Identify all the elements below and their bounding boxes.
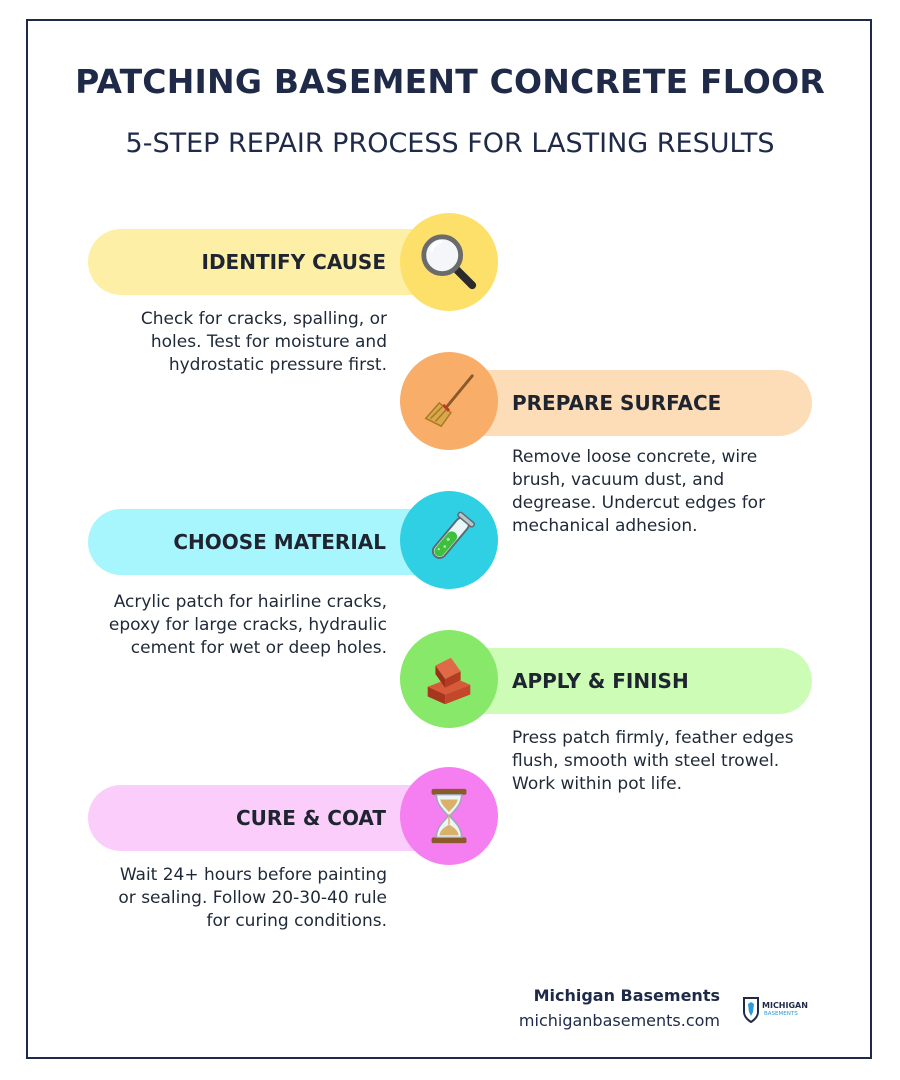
step-prepare-surface-description: Remove loose concrete, wire brush, vacuu…	[512, 447, 766, 536]
page-subtitle: 5-STEP REPAIR PROCESS FOR LASTING RESULT…	[125, 128, 775, 159]
step-label: APPLY & FINISH	[512, 669, 689, 693]
step-prepare-surface-circle	[400, 352, 498, 450]
step-choose-material-description: Acrylic patch for hairline cracks, epoxy…	[108, 592, 387, 658]
step-label: IDENTIFY CAUSE	[201, 250, 386, 274]
step-label: CHOOSE MATERIAL	[173, 530, 386, 554]
step-cure-coat-pill: CURE & COAT	[88, 785, 428, 851]
hourglass-icon	[431, 788, 467, 844]
logo-text-line1: MICHIGAN	[762, 1001, 808, 1010]
step-apply-finish-circle	[400, 630, 498, 728]
step-apply-finish-pill: APPLY & FINISH	[468, 648, 812, 714]
infographic-frame	[26, 19, 872, 1059]
step-label: CURE & COAT	[235, 806, 386, 830]
michigan-basements-logo: MICHIGAN BASEMENTS	[743, 997, 808, 1024]
step-choose-material-circle	[400, 491, 498, 589]
step-identify-cause-pill: IDENTIFY CAUSE	[88, 229, 428, 295]
broom-icon	[424, 374, 474, 428]
step-choose-material-pill: CHOOSE MATERIAL	[88, 509, 428, 575]
step-apply-finish-description: Press patch firmly, feather edges flush,…	[512, 728, 794, 794]
step-cure-coat-description: Wait 24+ hours before painting or sealin…	[118, 865, 387, 931]
test-tube-icon	[431, 511, 476, 559]
footer-company-name: Michigan Basements	[533, 986, 720, 1005]
step-prepare-surface-pill: PREPARE SURFACE	[468, 370, 812, 436]
footer-website-link[interactable]: michiganbasements.com	[518, 1011, 720, 1030]
bricks-icon	[427, 657, 471, 705]
logo-text-line2: BASEMENTS	[764, 1011, 798, 1017]
page-title: PATCHING BASEMENT CONCRETE FLOOR	[75, 62, 825, 101]
magnifying-glass-icon	[421, 234, 477, 290]
step-label: PREPARE SURFACE	[512, 391, 722, 415]
step-identify-cause-circle	[400, 213, 498, 311]
step-cure-coat-circle	[400, 767, 498, 865]
step-identify-cause-description: Check for cracks, spalling, or holes. Te…	[140, 309, 387, 375]
